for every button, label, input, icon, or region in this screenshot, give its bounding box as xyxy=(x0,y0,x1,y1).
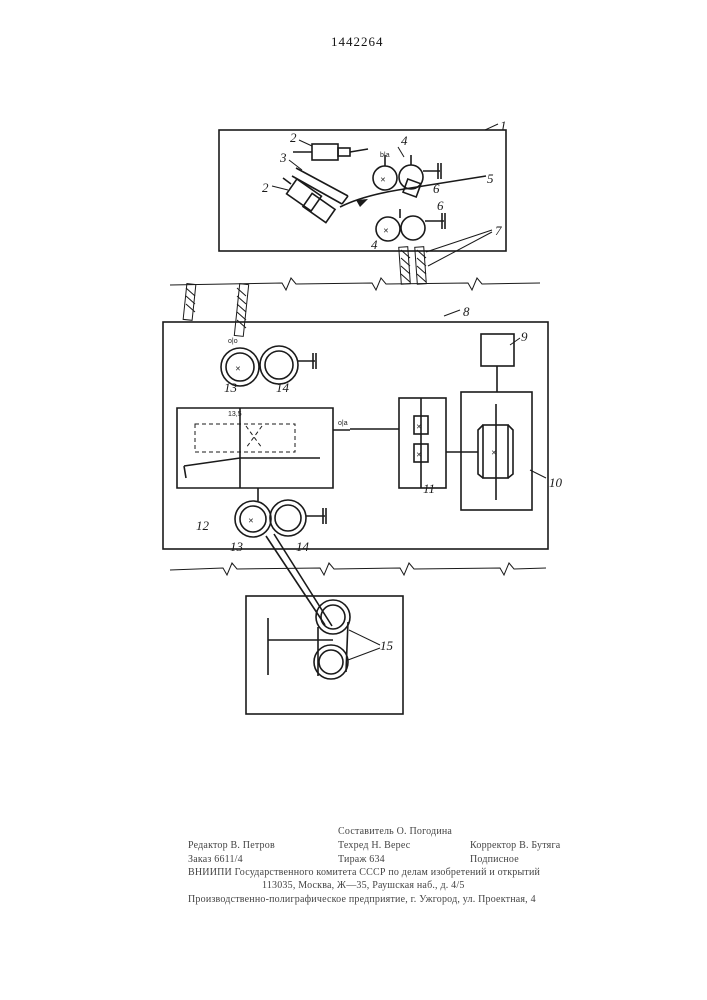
colophon-corrector: Корректор В. Бутяга xyxy=(470,840,560,851)
label-7: 7 xyxy=(495,223,502,238)
svg-text:o|a: o|a xyxy=(338,420,348,427)
label-14a: 14 xyxy=(276,380,290,395)
svg-text:✕: ✕ xyxy=(248,518,254,525)
roller-pair-13-14-lower: ✕ xyxy=(235,488,326,537)
hoses-7 xyxy=(399,247,427,285)
label-15: 15 xyxy=(380,638,394,653)
break-line-upper xyxy=(170,278,540,290)
colophon-vniipi: ВНИИПИ Государственного комитета СССР по… xyxy=(188,867,540,878)
gear-assembly-12: 13,5 xyxy=(177,408,350,488)
label-5: 5 xyxy=(487,171,494,186)
label-3: 3 xyxy=(279,150,287,165)
label-14b: 14 xyxy=(296,539,310,554)
label-4a: 4 xyxy=(401,133,408,148)
colophon-printer: Производственно-полиграфическое предприя… xyxy=(188,894,536,905)
label-4b: 4 xyxy=(371,237,378,252)
svg-text:13,5: 13,5 xyxy=(228,411,242,418)
svg-text:✕: ✕ xyxy=(416,452,422,459)
svg-text:b|a: b|a xyxy=(380,152,390,159)
block-8-housing xyxy=(163,322,548,549)
roller-pair-lower: ✕ xyxy=(376,209,445,241)
colophon-address: 113035, Москва, Ж—35, Раушская наб., д. … xyxy=(262,880,465,891)
sensor-2-upper xyxy=(293,144,368,160)
svg-text:o|o: o|o xyxy=(228,338,238,345)
motor-9 xyxy=(481,334,514,366)
label-2a: 2 xyxy=(290,130,297,145)
colophon-compiler: Составитель О. Погодина xyxy=(338,826,452,837)
hoses-entry xyxy=(183,284,249,337)
label-9: 9 xyxy=(521,329,528,344)
label-12: 12 xyxy=(196,518,210,533)
colophon-editor: Редактор В. Петров xyxy=(188,840,275,851)
svg-text:✕: ✕ xyxy=(380,177,386,184)
label-8: 8 xyxy=(463,304,470,319)
label-13a: 13 xyxy=(224,380,238,395)
roller-pair-upper: ✕ b|a xyxy=(373,152,441,197)
drive-unit-10: ✕ xyxy=(446,392,532,510)
colophon-order: Заказ 6611/4 xyxy=(188,854,243,865)
svg-text:✕: ✕ xyxy=(235,366,241,373)
label-13b: 13 xyxy=(230,539,244,554)
label-2b: 2 xyxy=(262,180,269,195)
colophon-subscription: Подписное xyxy=(470,854,519,865)
label-10: 10 xyxy=(549,475,563,490)
label-11: 11 xyxy=(423,481,435,496)
label-1: 1 xyxy=(500,118,507,133)
break-line-lower xyxy=(170,563,546,575)
direction-arrow xyxy=(356,199,368,207)
label-6b: 6 xyxy=(437,198,444,213)
roller-pair-13-14-upper: ✕ o|o xyxy=(221,338,316,386)
colophon-circulation: Тираж 634 xyxy=(338,854,385,865)
gearbox-11: ✕ ✕ xyxy=(399,398,446,488)
colophon-techred: Техред Н. Верес xyxy=(338,840,410,851)
svg-text:✕: ✕ xyxy=(416,424,422,431)
svg-text:✕: ✕ xyxy=(383,228,389,235)
